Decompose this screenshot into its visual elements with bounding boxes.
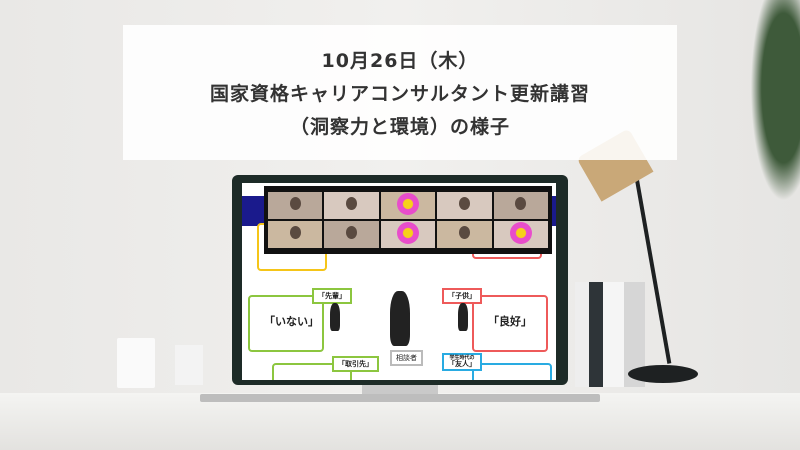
monitor-base	[200, 394, 600, 402]
pencil-cup	[175, 345, 203, 385]
label-center: 相談者	[390, 350, 423, 366]
flower-icon	[397, 193, 420, 216]
plant-pot	[117, 338, 155, 388]
center-person-figure	[390, 291, 410, 346]
person-figure	[330, 303, 340, 331]
participant-tile	[268, 192, 323, 219]
label-yujin-prefix: 学生時代の	[449, 355, 475, 361]
value-inai: 「いない」	[264, 315, 319, 328]
monitor-screen: 「いない」 「先輩」 「良好」 「子供」 相談者 「取引先」 学生時代の「友人」	[242, 183, 556, 380]
label-yujin: 学生時代の「友人」	[442, 353, 482, 371]
plant-right	[745, 0, 800, 220]
participant-tile	[437, 221, 492, 248]
participant-tile	[380, 192, 436, 219]
participant-tile	[380, 221, 436, 248]
participant-tile	[493, 221, 548, 248]
participant-tile	[268, 221, 323, 248]
participant-tile	[437, 192, 492, 219]
value-ryoukou: 「良好」	[488, 315, 532, 328]
title-line-3: （洞察力と環境）の様子	[289, 116, 510, 138]
desk	[0, 393, 800, 450]
label-yujin-text: 「友人」	[448, 360, 476, 368]
video-call-gallery	[264, 186, 552, 254]
title-line-1: 10月26日（木）	[321, 50, 479, 72]
kodomo-box: 「良好」	[472, 295, 548, 352]
participant-tile	[493, 192, 548, 219]
title-line-2: 国家資格キャリアコンサルタント更新講習	[209, 83, 590, 105]
title-banner: 10月26日（木） 国家資格キャリアコンサルタント更新講習 （洞察力と環境）の様…	[123, 25, 677, 160]
person-figure	[458, 303, 468, 331]
label-kodomo: 「子供」	[442, 288, 482, 304]
flower-icon	[397, 222, 420, 245]
flower-icon	[509, 222, 532, 245]
senpai-box: 「いない」	[248, 295, 324, 352]
label-torihikisaki: 「取引先」	[332, 356, 379, 372]
lamp-base	[628, 365, 698, 383]
participant-tile	[324, 221, 379, 248]
label-senpai: 「先輩」	[312, 288, 352, 304]
participant-tile	[324, 192, 379, 219]
yujin-box	[472, 363, 552, 380]
